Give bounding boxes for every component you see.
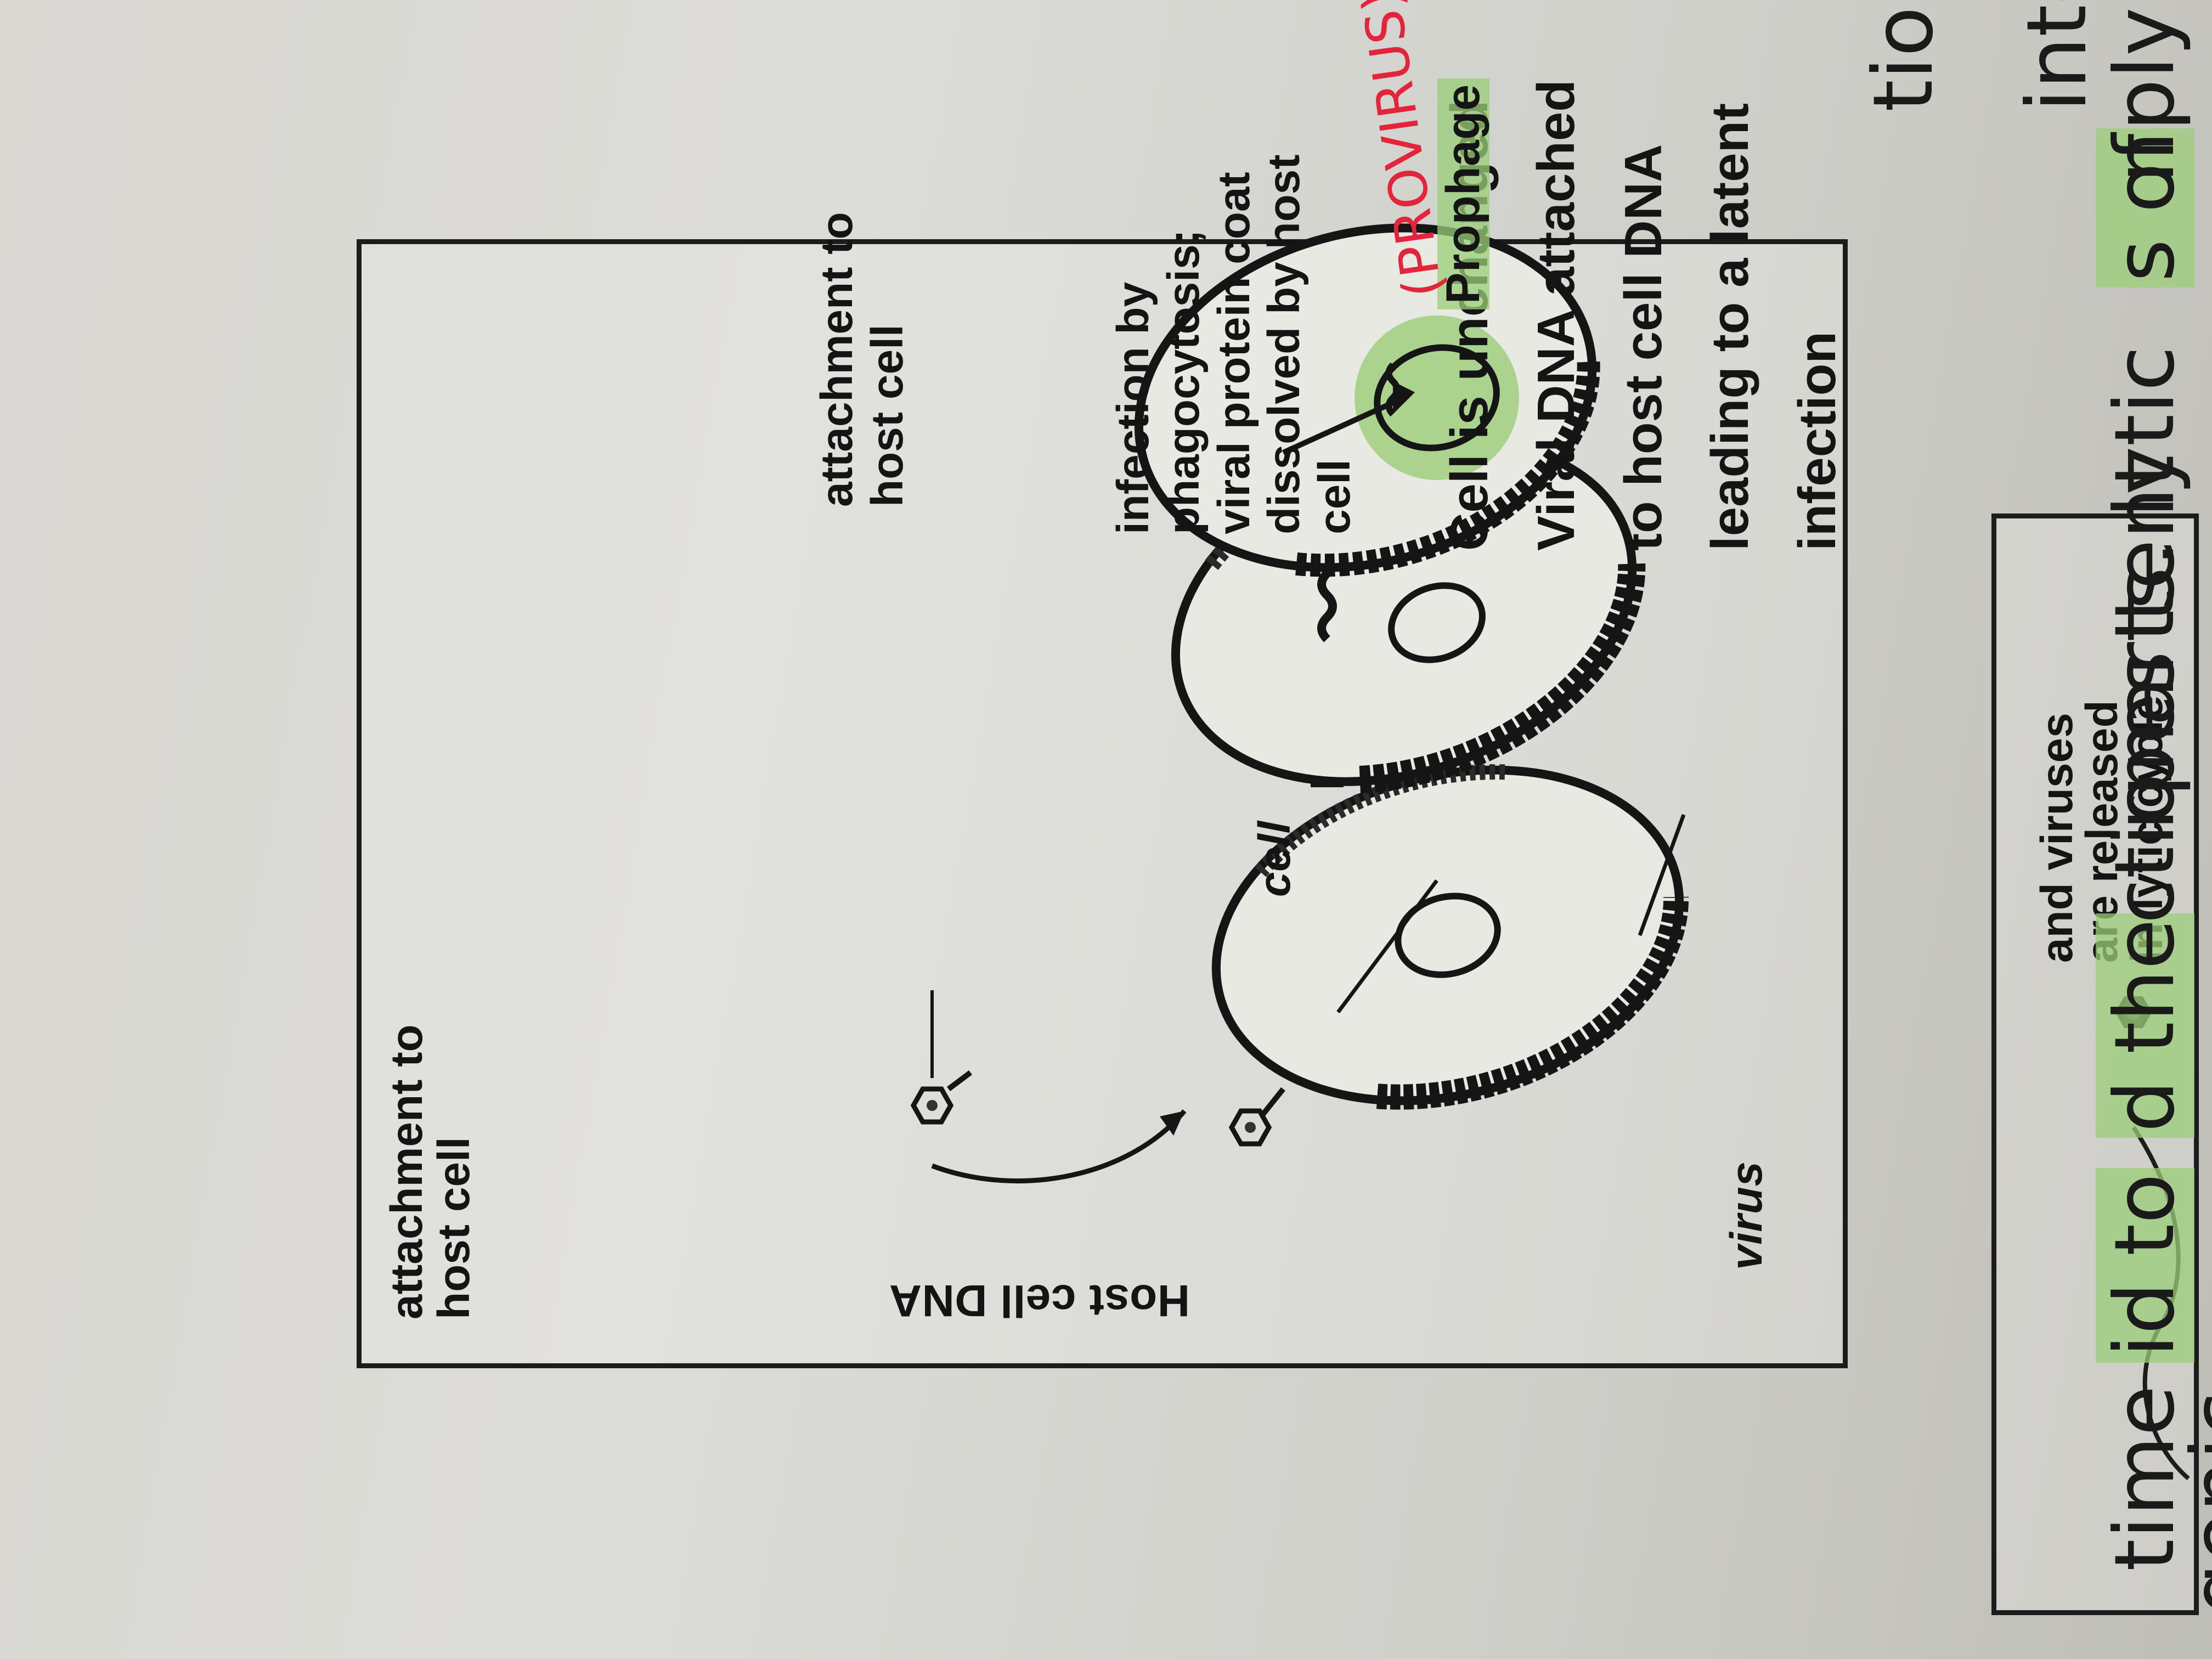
cell-pointer [1638,814,1686,936]
step-2-line-1: infection by [1108,281,1158,534]
cell-2-nucleus [1388,582,1486,663]
step-3-line-2: Viral DNA attached [1527,80,1586,551]
step-3-line-4: leading to a latent [1701,103,1760,551]
step-1-caption: attachment to host cell [382,1024,479,1319]
host-cell-dna-label: Host cell DNA [889,1276,1190,1325]
step-3-line-3: to host cell DNA [1613,144,1673,551]
step-2-line-2: phagocytosis; [1158,229,1209,534]
step-2-line-4: dissolved by host [1259,154,1310,534]
free-virus-icon [910,1070,972,1125]
fragment-4: d the [2096,913,2194,1138]
cell-3-nucleus [1374,344,1500,452]
step-1-caption-rotated: attachment to host cell [812,212,913,507]
virus-label: virus [1722,1161,1771,1271]
step-2-line-5: cell [1310,459,1360,534]
fragment-2: time [2097,1385,2193,1571]
step-1-line-2: host cell [429,1137,479,1319]
prophage-pointer [1282,395,1406,455]
host-dna-pointer [1336,879,1438,1014]
step-1-rot-line-1: attachment to [812,212,862,507]
fragment-11: nply [2097,7,2193,183]
cell-1-nucleus [1395,893,1501,978]
fragment-13: tion [1856,0,1951,112]
viral-dna-squiggle [1317,570,1337,642]
attachment-arc-arrow [931,1109,1187,1183]
step-3-line-5: infection [1787,331,1847,551]
fragment-9: lytic [2097,346,2193,518]
lytic-caption-line-1: and viruses [2032,713,2082,963]
fragment-3: id to [2096,1167,2194,1363]
lysogenic-diagram [910,223,1689,1183]
step-3-caption: Cell is unchanged Viral DNA attached to … [1426,80,1861,551]
cell-label: cell [1250,821,1300,897]
attachment-arrowhead-icon [1160,1111,1184,1136]
step-1-line-1: attachment to [382,1024,432,1319]
attached-virus-icon [1228,1087,1285,1147]
cell-1 [1211,764,1689,1110]
step-2-caption: infection by phagocytosis; viral protein… [1108,154,1360,534]
lysogenic-cycle-figure: Host cell DNA virus cell attachment to h… [357,223,1848,1368]
prophage-arrowhead-icon [1393,381,1415,414]
fragment-12: into [2010,0,2105,112]
step-2-line-3: viral protein coat [1209,172,1259,534]
step-1-rot-line-2: host cell [862,324,912,507]
